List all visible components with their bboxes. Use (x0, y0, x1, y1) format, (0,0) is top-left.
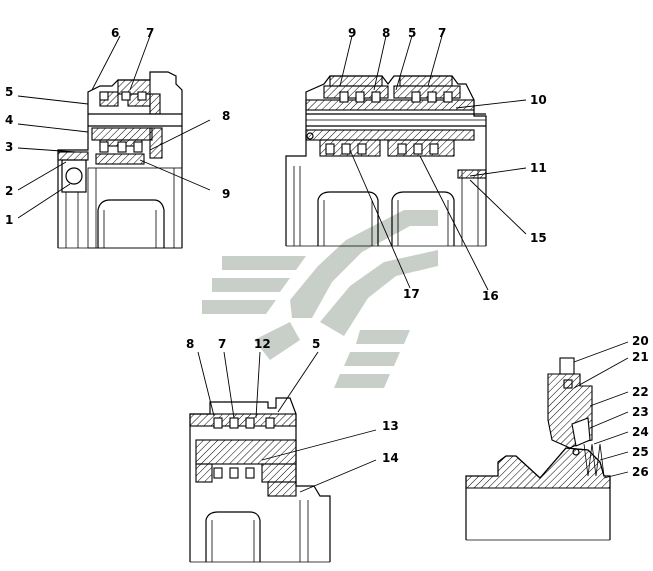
callout-2: 2 (5, 184, 13, 198)
callout-7: 7 (146, 26, 154, 40)
view-4-labels: 20 21 22 23 24 25 26 (632, 334, 649, 479)
callout-11: 11 (530, 161, 547, 175)
callout-20: 20 (632, 334, 649, 348)
callout-8: 8 (382, 26, 390, 40)
view-1-labels: 6 7 5 8 4 3 9 2 1 (5, 26, 230, 227)
callout-15: 15 (530, 231, 547, 245)
view-2-leaders (339, 35, 527, 291)
callout-21: 21 (632, 350, 649, 364)
callout-7: 7 (218, 337, 226, 351)
view-3-section (189, 397, 331, 563)
callout-10: 10 (530, 93, 547, 107)
view-4-section (465, 357, 611, 541)
callout-12: 12 (254, 337, 271, 351)
view-1-leaders (17, 35, 211, 219)
view-1-section (57, 71, 183, 249)
callout-9: 9 (222, 187, 230, 201)
watermark-logo (202, 210, 438, 388)
view-2-labels: 9 8 5 7 10 11 15 17 16 (348, 26, 547, 303)
callout-26: 26 (632, 465, 649, 479)
callout-14: 14 (382, 451, 399, 465)
callout-5: 5 (312, 337, 320, 351)
callout-1: 1 (5, 213, 13, 227)
callout-17: 17 (403, 287, 420, 301)
callout-8: 8 (222, 109, 230, 123)
view-3-labels: 8 7 12 5 13 14 (186, 337, 399, 465)
callout-4: 4 (5, 113, 13, 127)
view-4-leaders (573, 341, 629, 479)
view-2-section (285, 75, 487, 247)
callout-16: 16 (482, 289, 499, 303)
callout-7: 7 (438, 26, 446, 40)
callout-6: 6 (111, 26, 119, 40)
callout-24: 24 (632, 425, 649, 439)
callout-5: 5 (5, 85, 13, 99)
callout-8: 8 (186, 337, 194, 351)
callout-13: 13 (382, 419, 399, 433)
callout-3: 3 (5, 140, 13, 154)
callout-23: 23 (632, 405, 649, 419)
callout-9: 9 (348, 26, 356, 40)
callout-22: 22 (632, 385, 649, 399)
callout-5: 5 (408, 26, 416, 40)
view-3-leaders (197, 351, 377, 493)
callout-25: 25 (632, 445, 649, 459)
